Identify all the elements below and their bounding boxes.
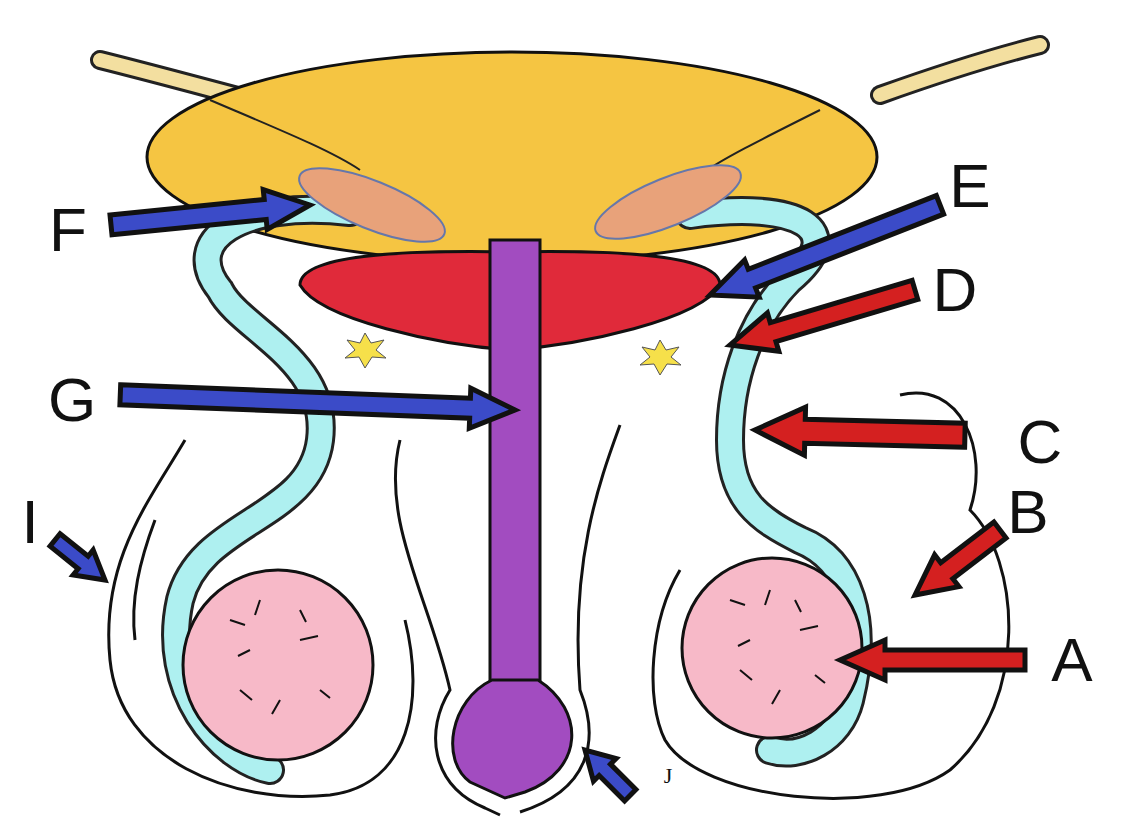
ureter	[880, 45, 1040, 95]
callout-arrow	[120, 375, 516, 430]
callout-letter: G	[48, 369, 96, 431]
callout-arrow	[45, 527, 115, 592]
testis	[183, 570, 373, 760]
seminal-vesicle	[587, 151, 750, 254]
bulbourethral-gland	[345, 333, 386, 368]
glans	[453, 680, 572, 798]
ureter	[880, 45, 1040, 95]
callout-arrow	[574, 739, 642, 807]
callout-letter: C	[1018, 411, 1063, 473]
bulbourethral-gland	[640, 340, 681, 375]
seminal-vesicle	[291, 154, 454, 257]
callout-arrow	[109, 185, 312, 245]
testis-texture	[230, 590, 825, 714]
callout-arrow	[840, 640, 1025, 680]
callout-letter: A	[1051, 629, 1092, 691]
callout-arrow	[724, 271, 920, 364]
testis	[682, 558, 862, 738]
callout-letter: J	[664, 765, 673, 787]
urethra	[490, 240, 540, 685]
ureter-line	[210, 100, 360, 170]
callout-letter: B	[1007, 481, 1048, 543]
callout-letter: I	[21, 491, 38, 553]
callout-arrow	[903, 514, 1012, 611]
callout-arrows	[45, 185, 1025, 806]
callout-letter: D	[933, 259, 978, 321]
callout-letter: F	[49, 199, 87, 261]
scrotum-outline	[134, 520, 155, 640]
callout-arrow	[754, 406, 965, 459]
callout-letter: E	[949, 155, 990, 217]
scrotum-outline	[109, 440, 413, 796]
